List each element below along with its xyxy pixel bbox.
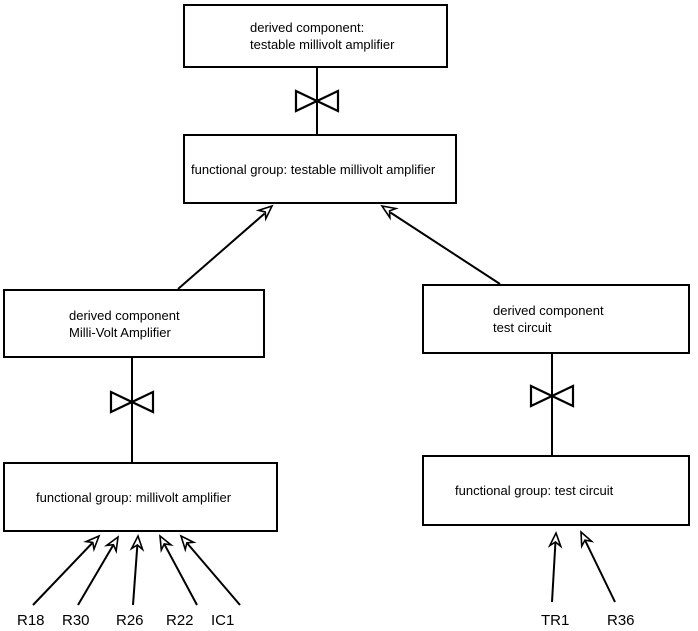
- node-label-line: functional group: testable millivolt amp…: [191, 161, 436, 177]
- leaf-component-ic1: IC1: [211, 612, 235, 629]
- arrowhead-icon: [159, 534, 174, 553]
- arrow-line: [389, 211, 501, 285]
- node-label-line: testable millivolt amplifier: [250, 37, 395, 52]
- leaf-component-r18: R18: [17, 612, 45, 629]
- arrowhead-icon: [103, 535, 120, 554]
- arrow: [547, 530, 563, 603]
- node-derived-millivolt-amplifier: derived component Milli-Volt Amplifier: [3, 289, 265, 358]
- bowtie-icon: [109, 390, 155, 414]
- arrowhead-icon: [129, 533, 145, 552]
- node-label-line: functional group: test circuit: [455, 483, 614, 498]
- arrow: [580, 530, 616, 603]
- node-functional-group-testable-millivolt-amplifier: functional group: testable millivolt amp…: [183, 134, 457, 204]
- arrow: [77, 535, 120, 606]
- leaf-component-tr1: TR1: [541, 612, 570, 629]
- arrow-line: [132, 545, 139, 606]
- arrowhead-icon: [255, 204, 274, 222]
- arrowhead-icon: [547, 530, 563, 549]
- arrow-line: [163, 544, 198, 606]
- arrowhead-icon: [380, 204, 399, 221]
- node-label-line: derived component: [69, 307, 180, 323]
- node-label-line: derived component: [493, 303, 604, 318]
- arrow: [159, 534, 198, 606]
- arrow: [32, 534, 101, 606]
- node-label-line: test circuit: [493, 320, 552, 335]
- arrow: [177, 204, 274, 290]
- leaf-component-r26: R26: [116, 612, 144, 629]
- arrow: [179, 534, 241, 606]
- node-label-line: Milli-Volt Amplifier: [69, 324, 171, 340]
- node-functional-group-test-circuit: functional group: test circuit: [422, 455, 690, 526]
- node-functional-group-millivolt-amplifier: functional group: millivolt amplifier: [3, 462, 278, 532]
- arrow: [380, 204, 501, 285]
- arrow-line: [584, 540, 616, 603]
- arrow-line: [177, 212, 266, 290]
- arrow-line: [32, 542, 93, 606]
- arrow: [129, 533, 145, 606]
- arrowhead-icon: [580, 530, 595, 550]
- node-derived-testable-millivolt-amplifier: derived component: testable millivolt am…: [183, 4, 448, 68]
- leaf-component-r30: R30: [62, 612, 90, 629]
- arrow-line: [77, 545, 114, 606]
- bowtie-icon: [294, 89, 340, 113]
- leaf-component-r36: R36: [607, 612, 635, 629]
- node-derived-test-circuit: derived component test circuit: [422, 284, 690, 354]
- arrow-line: [186, 542, 241, 606]
- node-label-line: functional group: millivolt amplifier: [36, 489, 232, 505]
- arrowhead-icon: [83, 534, 101, 553]
- arrow-line: [551, 542, 557, 603]
- leaf-component-r22: R22: [166, 612, 194, 629]
- bowtie-icon: [529, 384, 575, 408]
- arrowhead-icon: [179, 534, 197, 553]
- node-label-line: derived component:: [250, 20, 365, 35]
